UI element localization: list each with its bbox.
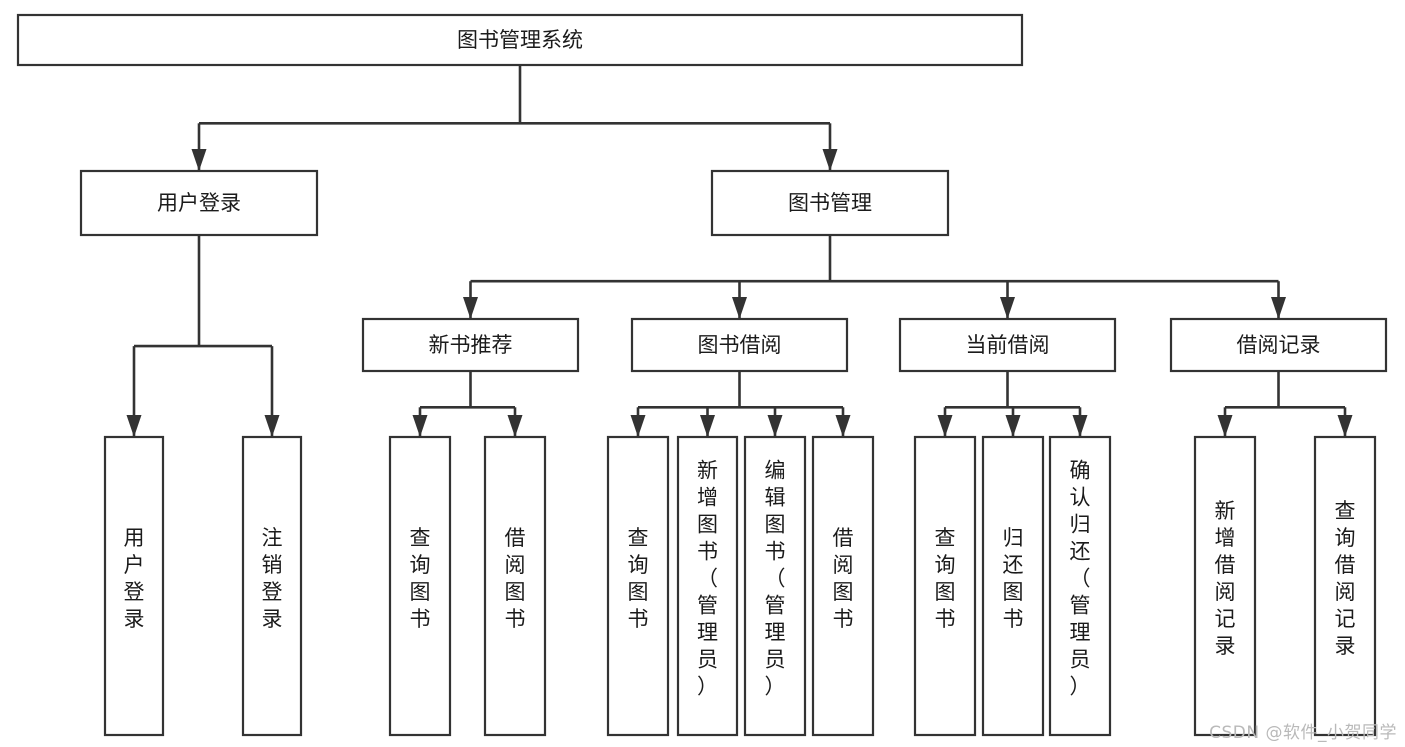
- node-label-user-logout: 注销登录: [262, 526, 283, 631]
- node-borrow-add-book[interactable]: 新增图书（管理员）: [676, 435, 739, 737]
- node-box-current-confirm-return[interactable]: [1048, 435, 1112, 737]
- node-borrow-borrow-book[interactable]: 借阅图书: [811, 435, 875, 737]
- node-label-user-login-do: 用户登录: [124, 526, 145, 631]
- node-root[interactable]: 图书管理系统: [16, 13, 1024, 67]
- node-new-book-recommend[interactable]: 新书推荐: [361, 317, 580, 373]
- node-box-recommend-query-book[interactable]: [388, 435, 452, 737]
- arrow-head-icon: [767, 415, 783, 437]
- node-current-borrow[interactable]: 当前借阅: [898, 317, 1117, 373]
- node-label-borrow-edit-book: 编辑图书（管理员）: [765, 459, 786, 699]
- node-label-root: 图书管理系统: [457, 28, 583, 52]
- node-record-query[interactable]: 查询借阅记录: [1313, 435, 1377, 737]
- arrow-head-icon: [937, 415, 953, 437]
- arrow-head-icon: [264, 415, 280, 437]
- node-user-login[interactable]: 用户登录: [79, 169, 319, 237]
- node-label-recommend-borrow-book: 借阅图书: [505, 526, 526, 631]
- node-recommend-borrow-book[interactable]: 借阅图书: [483, 435, 547, 737]
- node-box-borrow-edit-book[interactable]: [743, 435, 807, 737]
- node-label-user-login: 用户登录: [157, 191, 241, 215]
- node-label-borrow-record: 借阅记录: [1237, 333, 1321, 357]
- node-box-borrow-query-book[interactable]: [606, 435, 670, 737]
- node-box-current-query-book[interactable]: [913, 435, 977, 737]
- node-box-recommend-borrow-book[interactable]: [483, 435, 547, 737]
- node-label-current-confirm-return: 确认归还（管理员）: [1070, 459, 1091, 699]
- node-current-return-book[interactable]: 归还图书: [981, 435, 1045, 737]
- arrow-head-icon: [1217, 415, 1233, 437]
- arrow-head-icon: [507, 415, 523, 437]
- node-current-query-book[interactable]: 查询图书: [913, 435, 977, 737]
- node-book-borrow[interactable]: 图书借阅: [630, 317, 849, 373]
- arrow-head-icon: [191, 149, 207, 171]
- node-label-book-borrow: 图书借阅: [698, 333, 782, 357]
- node-label-borrow-query-book: 查询图书: [628, 526, 649, 631]
- arrow-head-icon: [126, 415, 142, 437]
- node-label-current-query-book: 查询图书: [935, 526, 956, 631]
- node-label-recommend-query-book: 查询图书: [410, 526, 431, 631]
- node-box-current-return-book[interactable]: [981, 435, 1045, 737]
- node-label-new-book-recommend: 新书推荐: [429, 333, 513, 357]
- node-book-manage[interactable]: 图书管理: [710, 169, 950, 237]
- node-recommend-query-book[interactable]: 查询图书: [388, 435, 452, 737]
- arrow-head-icon: [412, 415, 428, 437]
- node-current-confirm-return[interactable]: 确认归还（管理员）: [1048, 435, 1112, 737]
- node-user-logout[interactable]: 注销登录: [241, 435, 303, 737]
- arrow-head-icon: [1337, 415, 1353, 437]
- node-label-record-query: 查询借阅记录: [1335, 499, 1356, 658]
- node-box-root[interactable]: [16, 13, 1024, 67]
- node-box-borrow-borrow-book[interactable]: [811, 435, 875, 737]
- node-box-book-manage[interactable]: [710, 169, 950, 237]
- arrow-head-icon: [700, 415, 715, 437]
- node-box-user-login-do[interactable]: [103, 435, 165, 737]
- arrow-head-icon: [1000, 297, 1015, 319]
- arrow-head-icon: [463, 297, 478, 319]
- node-borrow-edit-book[interactable]: 编辑图书（管理员）: [743, 435, 807, 737]
- node-box-record-query[interactable]: [1313, 435, 1377, 737]
- arrow-head-icon: [732, 297, 747, 319]
- node-box-new-book-recommend[interactable]: [361, 317, 580, 373]
- node-box-user-logout[interactable]: [241, 435, 303, 737]
- node-box-borrow-add-book[interactable]: [676, 435, 739, 737]
- arrow-head-icon: [822, 149, 838, 171]
- node-user-login-do[interactable]: 用户登录: [103, 435, 165, 737]
- node-label-current-return-book: 归还图书: [1003, 526, 1024, 631]
- node-label-book-manage: 图书管理: [788, 191, 872, 215]
- node-label-borrow-add-book: 新增图书（管理员）: [697, 459, 718, 699]
- node-label-current-borrow: 当前借阅: [966, 333, 1050, 357]
- arrow-head-icon: [835, 415, 851, 437]
- node-record-add[interactable]: 新增借阅记录: [1193, 435, 1257, 737]
- node-box-record-add[interactable]: [1193, 435, 1257, 737]
- node-borrow-record[interactable]: 借阅记录: [1169, 317, 1388, 373]
- node-label-borrow-borrow-book: 借阅图书: [833, 526, 854, 631]
- arrow-head-icon: [1072, 415, 1088, 437]
- arrow-head-icon: [1005, 415, 1021, 437]
- node-borrow-query-book[interactable]: 查询图书: [606, 435, 670, 737]
- node-box-current-borrow[interactable]: [898, 317, 1117, 373]
- arrow-head-icon: [630, 415, 646, 437]
- watermark-label: CSDN @软件_小贺同学: [1209, 723, 1397, 743]
- arrow-head-icon: [1271, 297, 1286, 319]
- node-box-borrow-record[interactable]: [1169, 317, 1388, 373]
- node-label-record-add: 新增借阅记录: [1215, 499, 1236, 658]
